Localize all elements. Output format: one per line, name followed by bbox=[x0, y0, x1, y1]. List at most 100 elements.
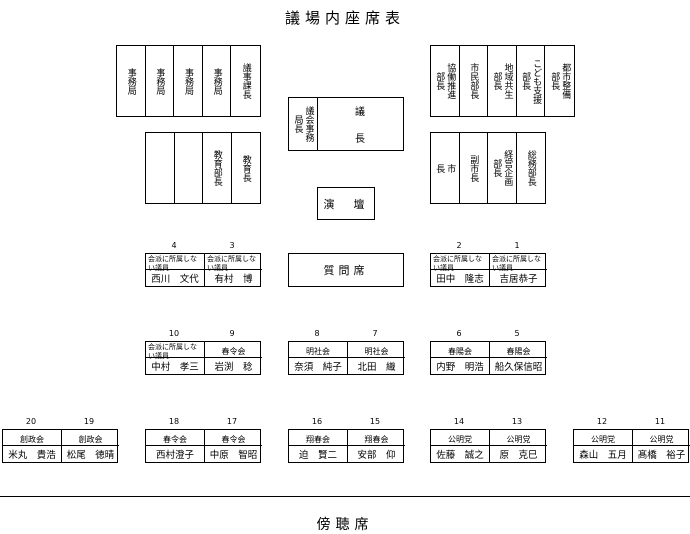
exec-seat bbox=[146, 133, 175, 203]
exec-seat: 協働推進部長 bbox=[431, 46, 460, 116]
seat-affiliation: 会派に所属しない議員 bbox=[207, 255, 256, 272]
member-seat: 翔春会迫 賢二 bbox=[289, 430, 347, 462]
member-seat: 明社会北田 織 bbox=[347, 342, 405, 374]
seat-pair: 春令会西村澄子春令会中原 智昭 bbox=[145, 429, 262, 463]
seat-member-name: 松尾 徳晴 bbox=[62, 445, 119, 462]
exec-block-left-mid: 教育部長 教育長 bbox=[145, 132, 261, 204]
seat-number: 11 bbox=[654, 417, 666, 426]
exec-seat-label: 都市整備 bbox=[560, 63, 571, 99]
exec-seat-label: 市民部長 bbox=[468, 63, 479, 99]
seat-affiliation: 春陽会 bbox=[506, 346, 531, 356]
podium: 演 壇 bbox=[317, 187, 375, 220]
member-seat: 創政会米丸 貴浩 bbox=[3, 430, 61, 462]
exec-seat-label: 市 bbox=[445, 163, 456, 173]
seat-pair: 会派に所属しない議員中村 孝三春令会岩渕 稔 bbox=[145, 341, 262, 375]
page-title: 議場内座席表 bbox=[284, 9, 405, 27]
seat-member-name: 米丸 貴浩 bbox=[3, 445, 61, 462]
exec-seat-label: 部長 bbox=[549, 72, 560, 90]
seat-member-name: 森山 五月 bbox=[574, 445, 632, 462]
question-seat: 質問席 bbox=[288, 253, 404, 287]
exec-seat-label: 教育部長 bbox=[211, 150, 222, 186]
member-seat: 翔春会安部 仰 bbox=[347, 430, 405, 462]
exec-seat-label: 部長 bbox=[520, 72, 531, 90]
exec-seat: 事務局 bbox=[203, 46, 232, 116]
seat-affiliation: 会派に所属しない議員 bbox=[433, 255, 482, 272]
seat-number: 3 bbox=[229, 241, 235, 250]
member-seat: 春令会岩渕 稔 bbox=[204, 342, 262, 374]
exec-seat-label: 副市長 bbox=[468, 154, 479, 182]
member-seat: 会派に所属しない議員中村 孝三 bbox=[146, 342, 204, 374]
gallery-label: 傍聴席 bbox=[316, 517, 374, 533]
seat-number: 18 bbox=[168, 417, 180, 426]
seat-affiliation: 会派に所属しない議員 bbox=[148, 343, 197, 360]
seat-affiliation: 春令会 bbox=[221, 346, 246, 356]
exec-seat-label: 事務局 bbox=[182, 67, 193, 95]
seat-affiliation: 春令会 bbox=[163, 434, 187, 444]
exec-seat: 地域共生部長 bbox=[488, 46, 517, 116]
seat-affiliation: 明社会 bbox=[364, 346, 389, 356]
seat-affiliation: 会派に所属しない議員 bbox=[492, 255, 541, 272]
seat-pair: 公明党森山 五月公明党髙橋 裕子 bbox=[573, 429, 690, 463]
seat-member-name: 佐藤 誠之 bbox=[431, 445, 489, 462]
seat-affiliation: 翔春会 bbox=[364, 434, 389, 444]
exec-seat-label: 教育長 bbox=[240, 154, 251, 182]
seat-member-name: 迫 賢二 bbox=[289, 445, 347, 462]
seat-pair: 公明党佐藤 誠之公明党原 克巳 bbox=[430, 429, 547, 463]
chair-label-top: 議 bbox=[355, 107, 365, 118]
exec-seat-label: 部長 bbox=[491, 159, 502, 177]
seat-member-name: 有村 博 bbox=[205, 269, 262, 286]
member-seat: 創政会松尾 徳晴 bbox=[61, 430, 119, 462]
seat-member-name: 安部 仰 bbox=[348, 445, 405, 462]
member-seat: 公明党原 克巳 bbox=[489, 430, 547, 462]
exec-seat-label: 事務局 bbox=[154, 67, 165, 95]
seat-number: 8 bbox=[314, 329, 320, 338]
seat-pair: 創政会米丸 貴浩創政会松尾 徳晴 bbox=[2, 429, 119, 463]
member-seat: 春陽会内野 明浩 bbox=[431, 342, 489, 374]
member-seat: 会派に所属しない議員田中 隆志 bbox=[431, 254, 489, 286]
member-seat: 公明党佐藤 誠之 bbox=[431, 430, 489, 462]
exec-seat: 副市長 bbox=[460, 133, 488, 203]
chair-seat: 議 長 bbox=[317, 98, 403, 150]
member-seat: 会派に所属しない議員吉居恭子 bbox=[489, 254, 547, 286]
seat-pair: 会派に所属しない議員西川 文代会派に所属しない議員有村 博 bbox=[145, 253, 262, 287]
speaker-block: 議会事務局長 議 長 bbox=[288, 97, 404, 151]
exec-seat: 市民部長 bbox=[460, 46, 489, 116]
seat-number: 17 bbox=[226, 417, 238, 426]
seat-number: 5 bbox=[514, 329, 520, 338]
seat-member-name: 髙橋 裕子 bbox=[633, 445, 690, 462]
seat-member-name: 原 克巳 bbox=[490, 445, 547, 462]
member-seat: 会派に所属しない議員西川 文代 bbox=[146, 254, 204, 286]
seat-member-name: 岩渕 稔 bbox=[205, 357, 262, 374]
seat-number: 20 bbox=[25, 417, 37, 426]
seat-number: 2 bbox=[456, 241, 462, 250]
seat-number: 4 bbox=[171, 241, 177, 250]
exec-seat: 都市整備部長 bbox=[545, 46, 574, 116]
member-seat: 公明党森山 五月 bbox=[574, 430, 632, 462]
seat-affiliation: 公明党 bbox=[591, 434, 615, 444]
exec-seat-label: 経営企画 bbox=[502, 150, 513, 186]
exec-seat-label: こども支援 bbox=[531, 58, 542, 104]
seat-pair: 明社会奈須 純子明社会北田 織 bbox=[288, 341, 405, 375]
seat-affiliation: 公明党 bbox=[448, 434, 472, 444]
exec-seat-label: 議事課長 bbox=[240, 63, 251, 99]
seat-member-name: 田中 隆志 bbox=[431, 269, 489, 286]
exec-seat: こども支援部長 bbox=[517, 46, 546, 116]
divider-line bbox=[0, 496, 690, 497]
seat-pair: 翔春会迫 賢二翔春会安部 仰 bbox=[288, 429, 405, 463]
exec-seat-label: 長 bbox=[434, 163, 445, 173]
seat-affiliation: 創政会 bbox=[20, 434, 44, 444]
exec-seat-label: 事務局 bbox=[211, 67, 222, 95]
exec-seat: 事務局 bbox=[117, 46, 146, 116]
seat-number: 13 bbox=[511, 417, 523, 426]
exec-block-right-mid: 市長副市長経営企画部長総務部長 bbox=[430, 132, 546, 204]
exec-block-right-top: 協働推進部長市民部長地域共生部長こども支援部長都市整備部長 bbox=[430, 45, 575, 117]
exec-seat: 経営企画部長 bbox=[488, 133, 517, 203]
seat-number: 1 bbox=[514, 241, 520, 250]
member-seat: 春陽会船久保信昭 bbox=[489, 342, 547, 374]
seat-member-name: 吉居恭子 bbox=[490, 269, 547, 286]
seat-member-name: 西村澄子 bbox=[146, 445, 204, 462]
seat-member-name: 奈須 純子 bbox=[289, 357, 347, 374]
exec-seat bbox=[175, 133, 203, 203]
seat-number: 7 bbox=[372, 329, 378, 338]
exec-seat-label: 部長 bbox=[491, 72, 502, 90]
